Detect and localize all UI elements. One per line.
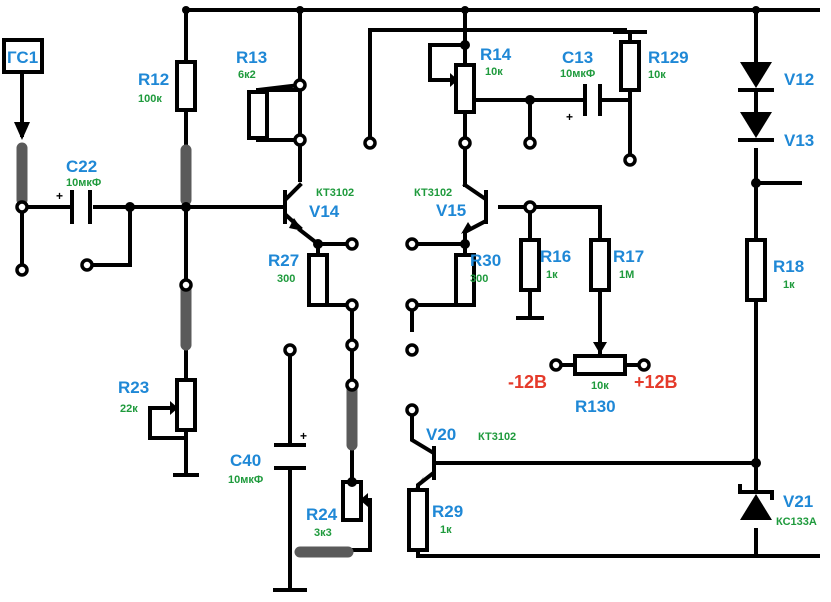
label-v13: V13 bbox=[784, 131, 814, 150]
generator-gs1: ГС1 bbox=[2, 38, 44, 140]
supply-positive: +12В bbox=[634, 372, 678, 392]
svg-text:10к: 10к bbox=[485, 66, 503, 78]
capacitor-c13 bbox=[583, 84, 602, 116]
label-r16: R16 bbox=[540, 247, 571, 266]
svg-text:10к: 10к bbox=[591, 380, 609, 392]
diodes bbox=[738, 62, 774, 520]
resistor-r16 bbox=[519, 238, 541, 292]
capacitors: + + + bbox=[56, 84, 602, 470]
svg-text:КТ3102: КТ3102 bbox=[316, 187, 354, 199]
label-r14: R14 bbox=[480, 45, 512, 64]
resistors bbox=[148, 40, 767, 552]
value-labels: 10мкФ 100к 6к2 10к 10мкФ 10к КТ3102 КТ31… bbox=[66, 66, 817, 539]
resistor-r18 bbox=[745, 238, 767, 302]
resistor-r14 bbox=[454, 63, 476, 114]
capacitor-c40 bbox=[274, 443, 306, 470]
label-r27: R27 bbox=[268, 251, 299, 270]
resistor-r12 bbox=[175, 60, 197, 112]
label-r17: R17 bbox=[613, 247, 644, 266]
transistor-v14 bbox=[283, 182, 303, 231]
svg-text:КС133А: КС133А bbox=[776, 516, 817, 528]
label-r129: R129 bbox=[648, 48, 689, 67]
zener-v21 bbox=[738, 484, 774, 520]
label-r23: R23 bbox=[118, 378, 149, 397]
wiper-arrow-icon bbox=[360, 493, 368, 507]
svg-text:+: + bbox=[300, 429, 307, 443]
supply-labels: -12В +12В bbox=[508, 372, 678, 392]
resistor-r130 bbox=[573, 354, 627, 376]
resistor-r23 bbox=[175, 378, 197, 432]
capacitor-c22 bbox=[70, 190, 92, 224]
svg-text:1к: 1к bbox=[783, 279, 795, 291]
label-r130: R130 bbox=[575, 397, 616, 416]
label-r24: R24 bbox=[306, 505, 338, 524]
resistor-r13 bbox=[247, 90, 269, 140]
terminals bbox=[15, 78, 651, 417]
label-r29: R29 bbox=[432, 502, 463, 521]
svg-text:10мкФ: 10мкФ bbox=[228, 474, 263, 486]
resistor-r129 bbox=[619, 40, 641, 92]
svg-text:100к: 100к bbox=[138, 93, 162, 105]
label-c22: C22 bbox=[66, 157, 97, 176]
svg-text:1М: 1М bbox=[619, 269, 634, 281]
label-v15: V15 bbox=[436, 201, 466, 220]
label-c40: C40 bbox=[230, 451, 261, 470]
arrow-down-icon bbox=[14, 122, 30, 140]
transistor-v15 bbox=[461, 190, 488, 234]
svg-text:300: 300 bbox=[277, 273, 295, 285]
label-v14: V14 bbox=[309, 202, 340, 221]
svg-text:+: + bbox=[566, 110, 573, 124]
svg-text:10мкФ: 10мкФ bbox=[66, 177, 101, 189]
svg-text:300: 300 bbox=[470, 273, 488, 285]
label-v21: V21 bbox=[783, 492, 813, 511]
svg-text:КТ3102: КТ3102 bbox=[478, 431, 516, 443]
supply-negative: -12В bbox=[508, 372, 547, 392]
transistors bbox=[283, 182, 488, 490]
svg-text:6к2: 6к2 bbox=[238, 69, 256, 81]
label-r13: R13 bbox=[236, 48, 267, 67]
resistor-r27 bbox=[307, 253, 329, 307]
designator-labels: C22 R12 R13 R14 C13 R129 V12 V13 V14 V15… bbox=[66, 45, 814, 524]
label-c13: C13 bbox=[562, 48, 593, 67]
resistor-r24 bbox=[341, 480, 363, 522]
resistor-r30 bbox=[454, 253, 476, 307]
svg-text:3к3: 3к3 bbox=[314, 527, 332, 539]
resistor-r29 bbox=[407, 488, 429, 552]
wiper-arrow-icon bbox=[450, 73, 458, 87]
junctions bbox=[125, 6, 761, 487]
generator-label: ГС1 bbox=[7, 48, 38, 67]
resistor-r17 bbox=[589, 238, 611, 292]
svg-text:10к: 10к bbox=[648, 69, 666, 81]
diode-v12 bbox=[738, 62, 774, 114]
svg-text:+: + bbox=[56, 189, 63, 203]
label-r30: R30 bbox=[470, 251, 501, 270]
label-v20: V20 bbox=[426, 425, 456, 444]
wiper-arrow-icon bbox=[593, 342, 607, 354]
svg-text:КТ3102: КТ3102 bbox=[414, 187, 452, 199]
label-r12: R12 bbox=[138, 70, 169, 89]
jumpers bbox=[16, 142, 358, 558]
svg-text:10мкФ: 10мкФ bbox=[560, 68, 595, 80]
svg-text:1к: 1к bbox=[546, 269, 558, 281]
label-v12: V12 bbox=[784, 70, 814, 89]
label-r18: R18 bbox=[773, 257, 804, 276]
transistor-v20 bbox=[414, 446, 436, 490]
svg-text:22к: 22к bbox=[120, 403, 138, 415]
wiper-arrow-icon bbox=[170, 401, 178, 415]
diode-v13 bbox=[738, 112, 774, 142]
svg-text:1к: 1к bbox=[440, 524, 452, 536]
